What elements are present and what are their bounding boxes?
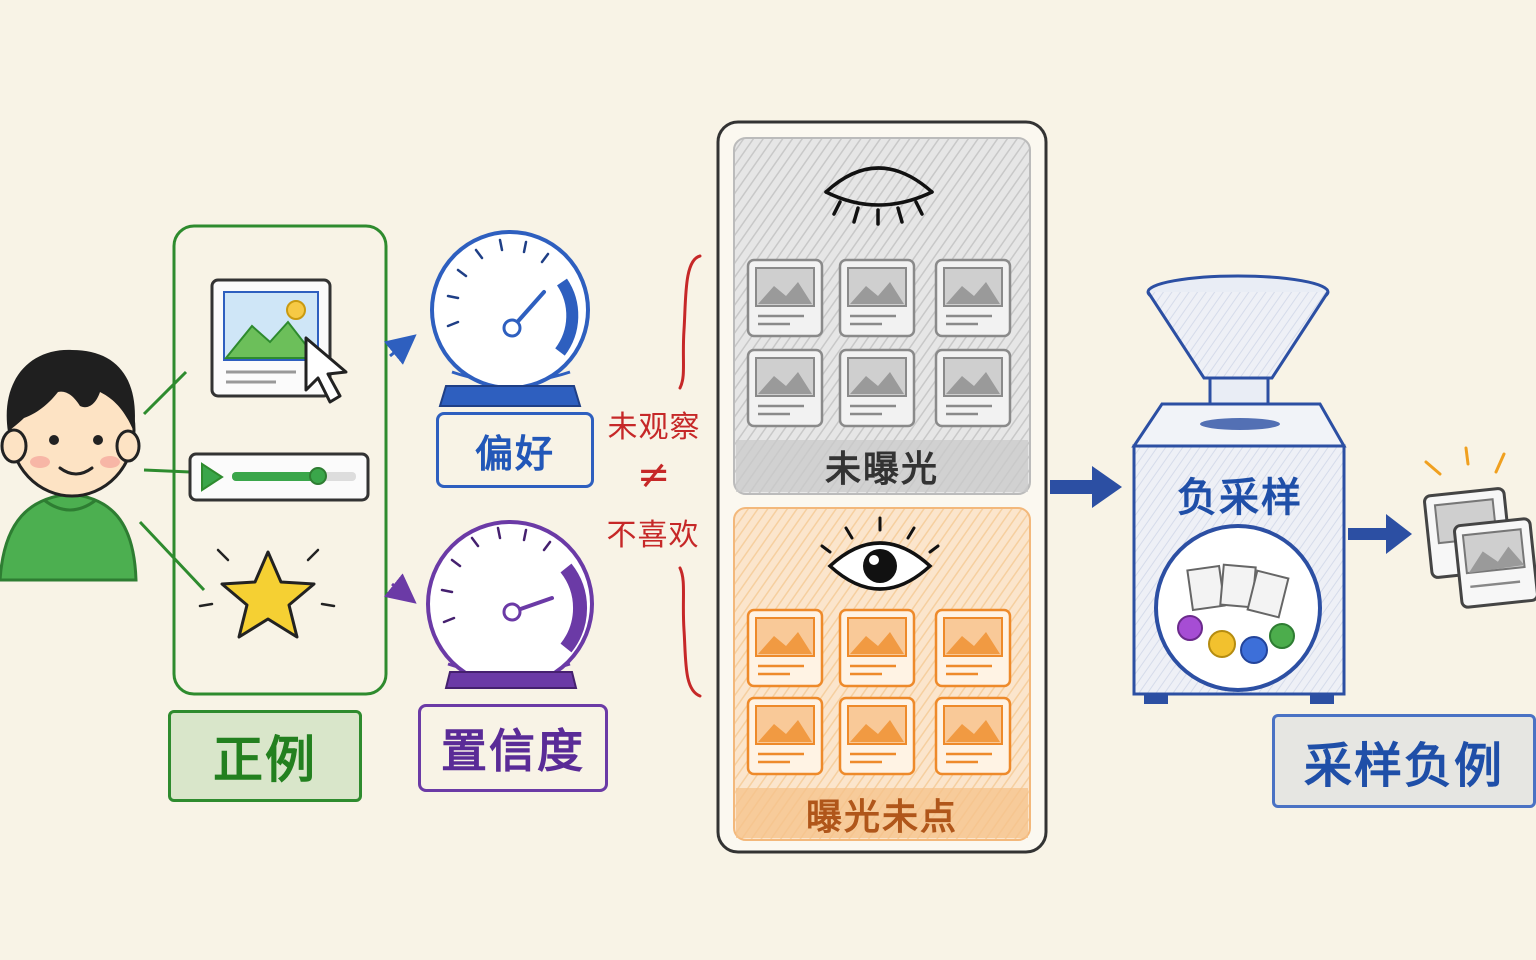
unexposed-item-cards	[746, 258, 1012, 428]
closed-eye-icon	[824, 166, 934, 226]
item-card-icon	[934, 696, 1012, 776]
arrow-to-sampler	[1050, 466, 1122, 508]
unobserved-text: 未观察	[607, 410, 701, 445]
item-card-icon	[934, 608, 1012, 688]
arrow-to-confidence	[383, 573, 417, 604]
image-click-icon	[210, 278, 348, 404]
item-card-icon	[934, 348, 1012, 428]
unexposed-label: 未曝光	[824, 449, 939, 490]
star-icon	[198, 548, 336, 639]
positive-examples-box	[172, 224, 388, 696]
behaviour-connectors	[138, 370, 206, 592]
not-equal-symbol: ≠	[636, 452, 672, 498]
funnel-icon	[1146, 274, 1330, 426]
video-progress-icon	[188, 452, 370, 502]
open-eye-icon	[820, 516, 940, 591]
confidence-label: 置信度	[418, 704, 608, 792]
sampled-output-cards	[1423, 446, 1536, 609]
item-card-icon	[746, 696, 824, 776]
arrow-to-preference	[383, 334, 417, 365]
negative-sampling-label: 负采样	[1177, 475, 1303, 521]
exposed-unclicked-label: 曝光未点	[805, 797, 958, 838]
exposed-label-band	[736, 788, 1028, 838]
item-card-icon	[838, 608, 916, 688]
arrow-to-output	[1348, 514, 1412, 554]
preference-label: 偏好	[436, 412, 594, 488]
person-icon	[0, 349, 141, 582]
item-card-icon	[838, 348, 916, 428]
unexposed-label-band	[736, 440, 1028, 492]
positive-examples-label: 正例	[168, 710, 362, 802]
item-card-icon	[1453, 517, 1536, 609]
item-card-icon	[746, 348, 824, 428]
item-card-icon	[746, 608, 824, 688]
relation-braces	[678, 254, 702, 698]
gauge-icon	[426, 520, 594, 689]
item-card-icon	[838, 258, 916, 338]
item-card-icon	[746, 258, 824, 338]
sampled-negatives-label: 采样负例	[1272, 714, 1536, 808]
dislike-text: 不喜欢	[606, 518, 700, 553]
exposed-item-cards	[746, 608, 1012, 776]
sampler-machine-icon	[1131, 402, 1347, 704]
item-card-icon	[934, 258, 1012, 338]
item-card-icon	[838, 696, 916, 776]
gauge-icon	[430, 230, 590, 407]
